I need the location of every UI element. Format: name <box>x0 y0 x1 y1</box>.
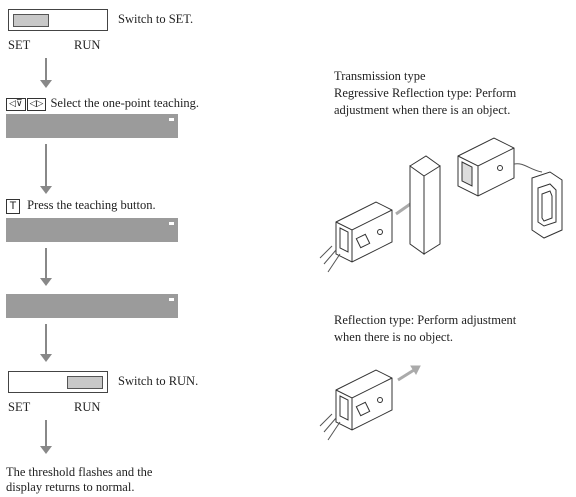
lcd-display-step4: 1Pt good <box>6 294 178 337</box>
lcd-indicator <box>169 118 174 121</box>
step2-instruction: Select the one-point teaching. <box>50 96 200 110</box>
sensor-reflection-icon <box>319 369 393 441</box>
flow-arrow <box>40 58 52 88</box>
reflection-illustration <box>319 365 421 441</box>
step3-instruction: Press the teaching button. <box>27 198 156 212</box>
note1-line-3: adjustment when there is an object. <box>334 103 511 117</box>
reflector-icon <box>531 171 563 239</box>
flow-arrow <box>40 420 52 454</box>
switch-knob <box>13 14 49 27</box>
object-board-icon <box>409 155 441 255</box>
transmission-illustration <box>319 137 563 273</box>
right-arrow-key-icon: ◁▷ <box>26 97 47 111</box>
step3-row: T Press the teaching button. <box>6 198 156 214</box>
note2-line-2: when there is no object. <box>334 330 454 344</box>
note1-line-1: Transmission type <box>334 69 426 83</box>
flow-arrow <box>40 144 52 194</box>
lcd-display-step2: 1Pt <box>6 114 178 157</box>
switch-label-set: SET <box>8 400 31 414</box>
switch-label-set: SET <box>8 38 31 52</box>
switch-label-run: RUN <box>74 38 101 52</box>
footer-line-2: display returns to normal. <box>6 480 135 494</box>
sensor-left-icon <box>319 201 393 273</box>
mode-switch-run[interactable] <box>8 371 108 393</box>
lcd-indicator <box>169 298 174 301</box>
lcd-text-result: good <box>116 322 168 337</box>
t-key-icon: T <box>6 198 20 214</box>
flow-arrow <box>40 248 52 286</box>
note2-line-1: Reflection type: Perform adjustment <box>334 313 517 327</box>
step2-row: ◁⊽◁▷ Select the one-point teaching. <box>6 96 199 111</box>
step1-instruction: Switch to SET. <box>118 12 194 26</box>
lcd-indicator <box>169 222 174 225</box>
lcd-display-step3: 1Pt <box>6 218 178 261</box>
footer-line-1: The threshold flashes and the <box>6 465 153 479</box>
left-arrow-key-icon: ◁⊽ <box>6 97 26 111</box>
flow-arrow <box>40 324 52 362</box>
mode-switch-set[interactable] <box>8 9 108 31</box>
switch-label-run: RUN <box>74 400 101 414</box>
lcd-text: 1Pt <box>39 142 79 157</box>
switch-knob <box>67 376 103 389</box>
step5-instruction: Switch to RUN. <box>118 374 199 388</box>
lcd-text-mode: 1Pt <box>39 322 79 337</box>
lcd-text: 1Pt <box>39 246 79 261</box>
sensor-right-icon <box>457 137 543 197</box>
note1-line-2: Regressive Reflection type: Perform <box>334 86 517 100</box>
